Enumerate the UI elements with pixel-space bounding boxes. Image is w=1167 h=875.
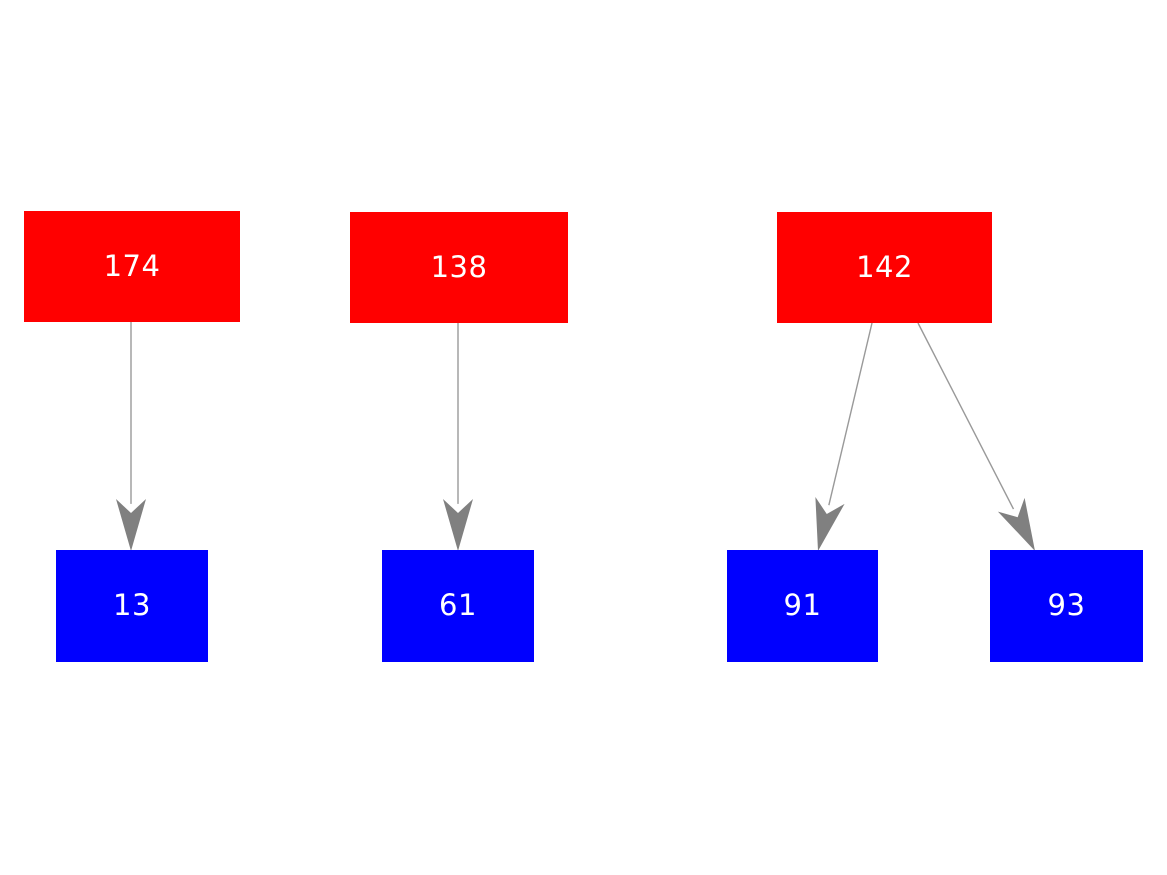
edge-arrowhead-icon bbox=[443, 499, 473, 551]
node-label: 13 bbox=[113, 588, 151, 622]
graph-node-13[interactable]: 13 bbox=[56, 550, 208, 662]
graph-edge-142-to-91 bbox=[815, 322, 873, 551]
edge-arrowhead-icon bbox=[997, 497, 1035, 551]
graph-edge-174-to-13 bbox=[116, 322, 146, 551]
node-label: 174 bbox=[103, 248, 161, 283]
graph-node-138[interactable]: 138 bbox=[350, 212, 568, 323]
graph-node-91[interactable]: 91 bbox=[727, 550, 878, 662]
node-label: 91 bbox=[783, 588, 822, 622]
graph-node-93[interactable]: 93 bbox=[990, 550, 1143, 662]
node-label: 61 bbox=[439, 588, 477, 622]
edge-line bbox=[828, 322, 873, 506]
graph-edge-138-to-61 bbox=[443, 323, 473, 551]
edges-group bbox=[116, 322, 1035, 551]
node-label: 93 bbox=[1047, 588, 1086, 622]
graph-node-142[interactable]: 142 bbox=[777, 212, 992, 323]
node-label: 138 bbox=[430, 249, 488, 284]
graph-edge-142-to-93 bbox=[917, 322, 1035, 551]
edge-line bbox=[917, 322, 1015, 510]
edge-arrowhead-icon bbox=[116, 499, 146, 551]
graph-node-174[interactable]: 174 bbox=[24, 211, 240, 322]
graph-node-61[interactable]: 61 bbox=[382, 550, 534, 662]
node-label: 142 bbox=[856, 249, 913, 284]
edge-arrowhead-icon bbox=[815, 496, 845, 551]
